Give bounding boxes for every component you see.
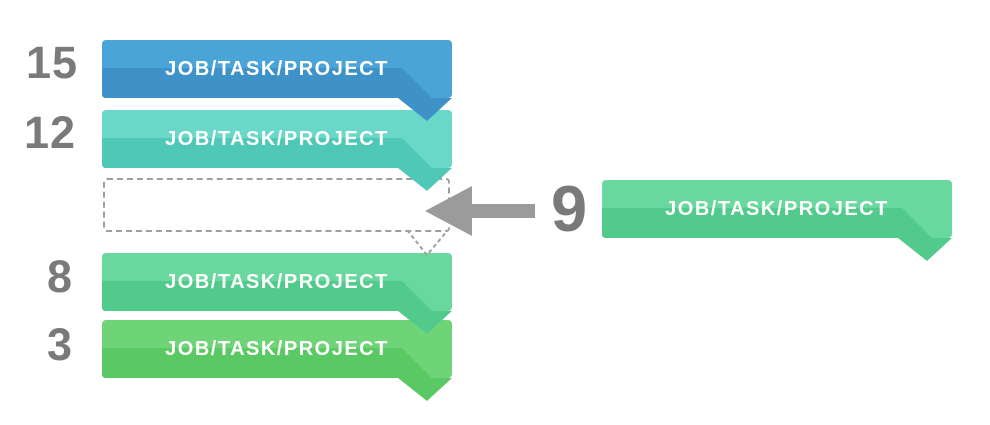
- banner-tail-shape: [398, 378, 452, 401]
- banner-tail-shape: [398, 168, 452, 191]
- banner-tail-shape: [398, 98, 452, 121]
- priority-number-3: 3: [47, 319, 74, 370]
- incoming-banner-9: JOB/TASK/PROJECT: [602, 180, 954, 264]
- banner-fold-shape: [102, 348, 432, 378]
- banner-label: JOB/TASK/PROJECT: [165, 58, 389, 80]
- banner-fold-shape: [102, 68, 432, 98]
- banner-label: JOB/TASK/PROJECT: [165, 271, 389, 293]
- priority-number-12: 12: [24, 107, 77, 158]
- banner-label: JOB/TASK/PROJECT: [165, 338, 389, 360]
- priority-number-8: 8: [47, 251, 74, 302]
- banner-tail-shape: [398, 311, 452, 334]
- banner-fold-shape: [602, 208, 932, 238]
- arrow-left-icon: [425, 186, 535, 236]
- banner-tail-shape: [898, 238, 952, 261]
- banner-label: JOB/TASK/PROJECT: [165, 128, 389, 150]
- banner-label: JOB/TASK/PROJECT: [665, 198, 889, 220]
- placeholder-slot-notch: [406, 230, 449, 257]
- queue-banner-15: JOB/TASK/PROJECT: [102, 40, 454, 124]
- banner-fold-shape: [102, 138, 432, 168]
- banner-fold-shape: [102, 281, 432, 311]
- priority-number-15: 15: [26, 37, 79, 88]
- queue-banner-12: JOB/TASK/PROJECT: [102, 110, 454, 194]
- queue-banner-3: JOB/TASK/PROJECT: [102, 320, 454, 404]
- incoming-number-9: 9: [551, 172, 589, 245]
- queue-banner-8: JOB/TASK/PROJECT: [102, 253, 454, 337]
